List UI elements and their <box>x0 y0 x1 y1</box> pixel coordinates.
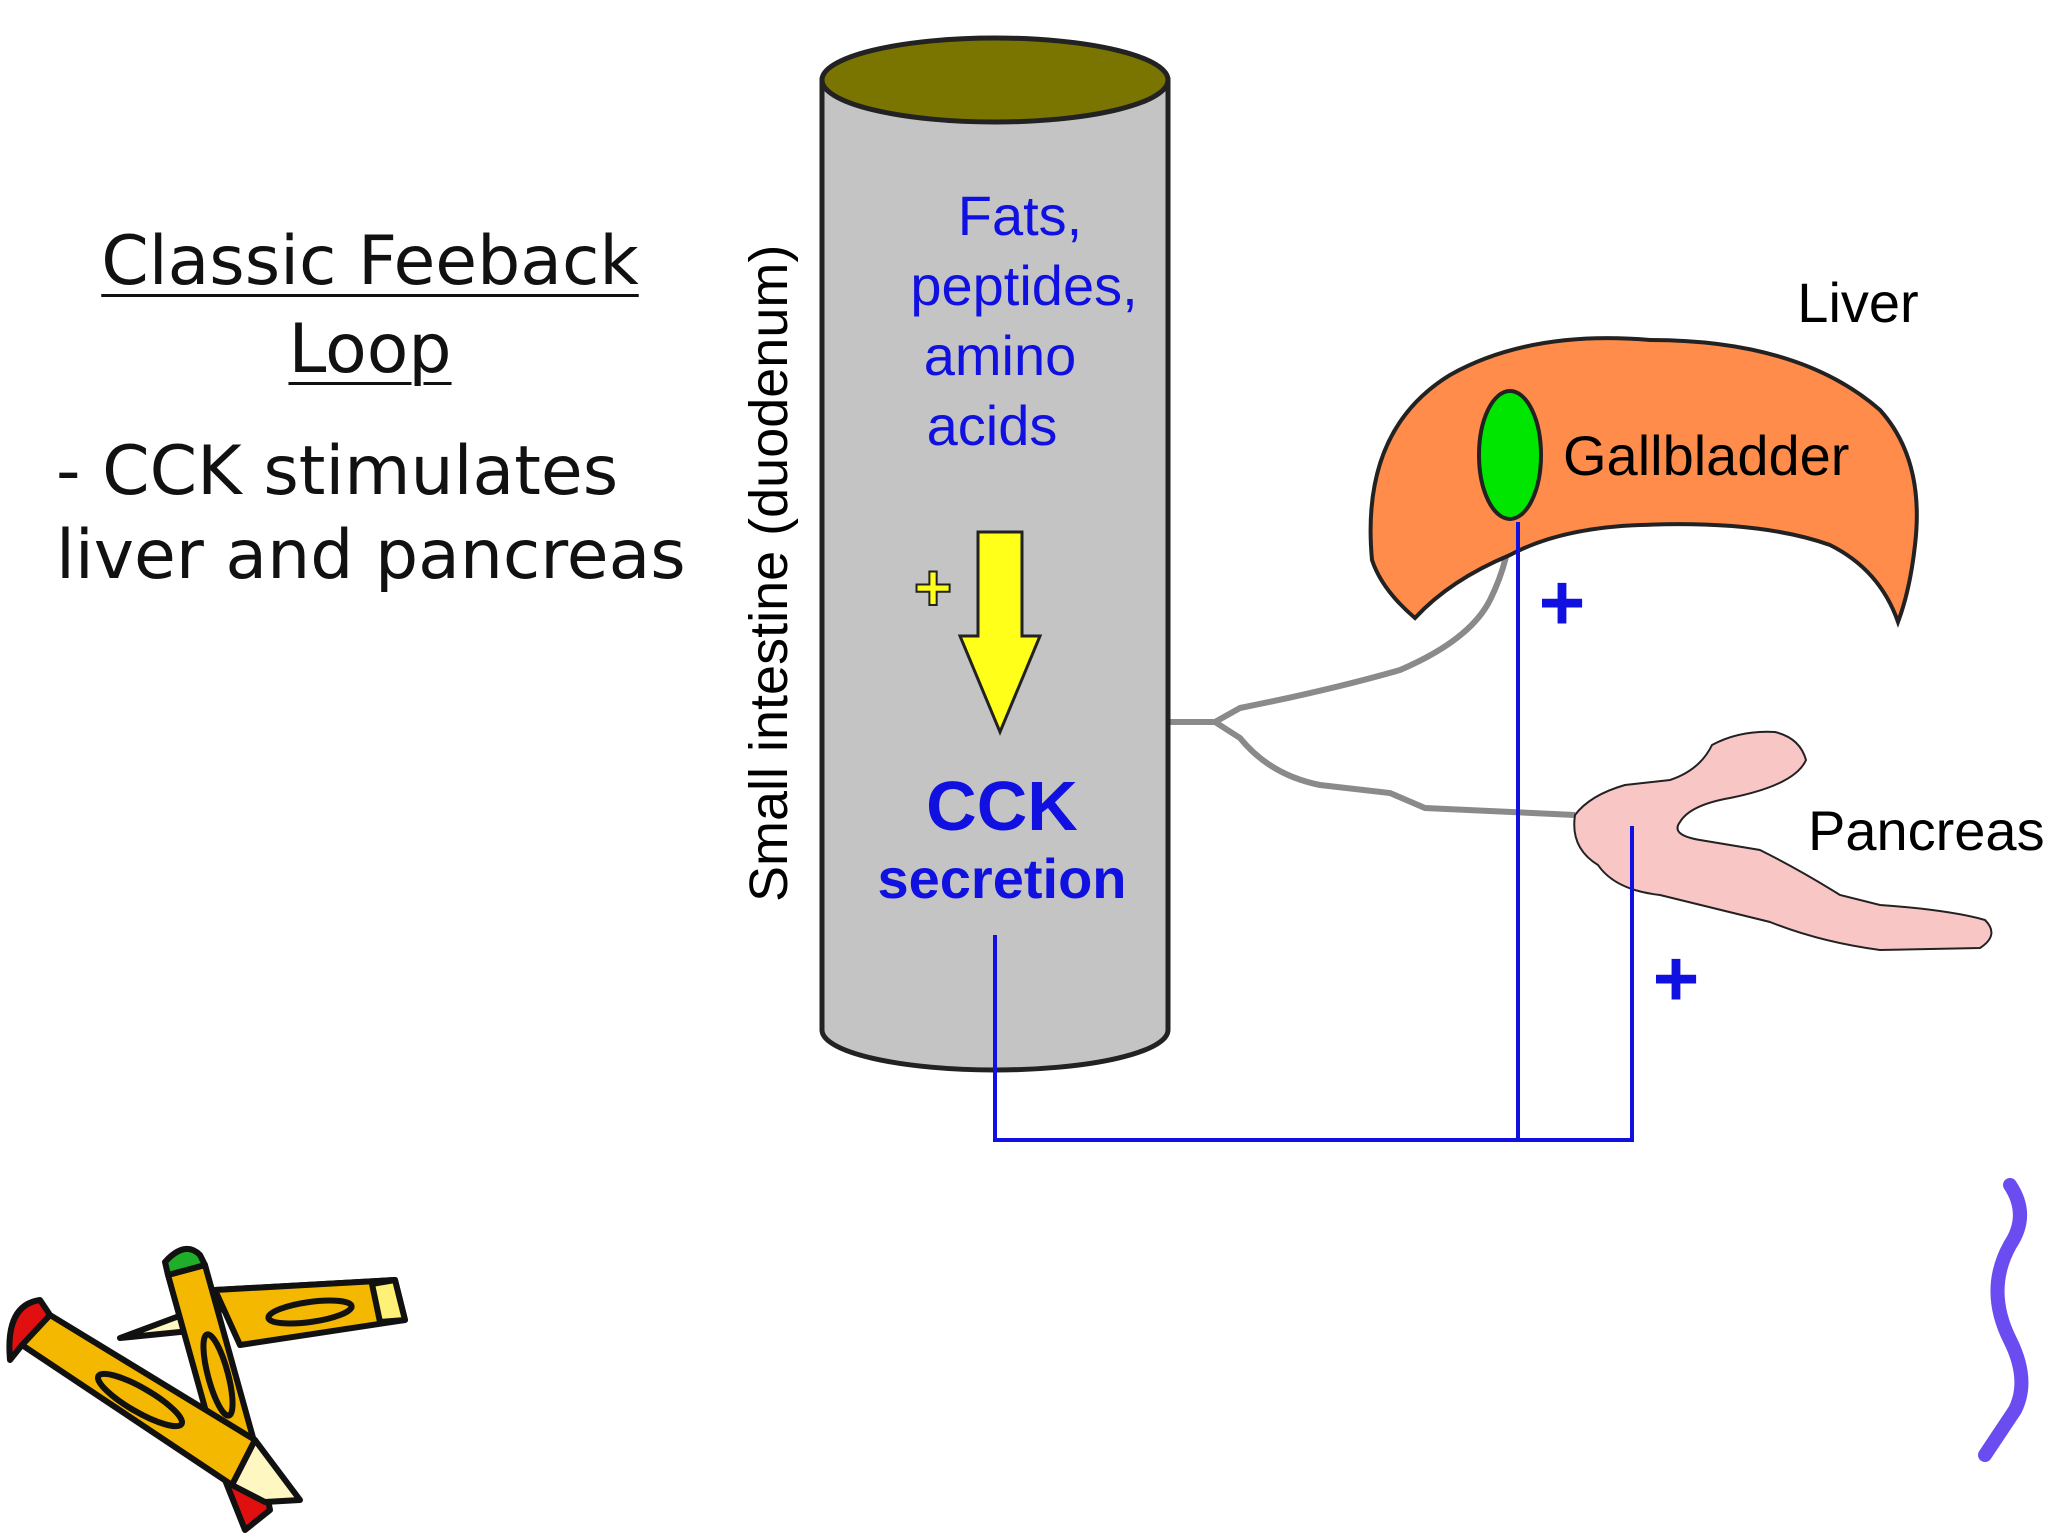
bracket-icon <box>1978 1178 2029 1462</box>
crayons-icon <box>6 1245 408 1533</box>
plus-sign-gallbladder: + <box>1539 558 1586 647</box>
slide-title: Classic Feeback Loop <box>60 218 680 394</box>
gallbladder-label: Gallbladder <box>1563 424 1849 487</box>
inputs-line-1: Fats, <box>958 184 1082 247</box>
cck-secretion-label: secretion <box>878 847 1127 910</box>
title-line-2: Loop <box>288 310 452 389</box>
nerve-to-pancreas <box>1213 719 1576 818</box>
pancreas-label: Pancreas <box>1808 799 2045 862</box>
gallbladder-shape <box>1477 389 1543 521</box>
title-line-1: Classic Feeback <box>101 222 639 301</box>
pancreas <box>1573 730 1993 952</box>
feedback-line <box>993 826 1634 1142</box>
bullet-text: - CCK stimulates liver and pancreas <box>56 430 696 598</box>
plus-sign-yellow: + <box>914 550 953 624</box>
inputs-line-2: peptides, <box>910 254 1137 317</box>
inputs-line-4: acids <box>927 394 1058 457</box>
bullet-line-2: liver and pancreas <box>56 516 686 595</box>
nerve-to-gallbladder <box>1168 514 1515 725</box>
inputs-line-3: amino <box>924 324 1077 387</box>
bullet-line-1: - CCK stimulates <box>56 432 619 511</box>
cck-label: CCK <box>926 767 1078 845</box>
liver-label: Liver <box>1797 271 1918 334</box>
vertical-label: Small intestine (duodenum) <box>739 245 799 902</box>
down-arrow-icon <box>957 530 1043 736</box>
plus-sign-pancreas: + <box>1653 934 1700 1023</box>
